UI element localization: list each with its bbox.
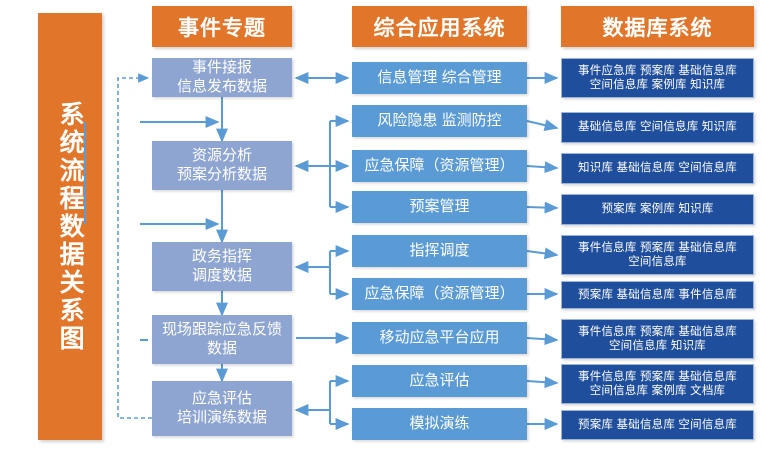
application-node-9[interactable]: 模拟演练 [352,408,527,440]
event-node-1-line2: 信息发布数据 [176,77,267,95]
application-node-9-label: 模拟演练 [409,414,470,432]
database-node-4[interactable]: 预案库 案例库 知识库 [561,194,754,225]
database-node-3[interactable]: 知识库 基础信息库 空间信息库 [561,153,754,184]
database-node-7-line1: 事件信息库 预案库 基础信息库 [578,325,737,338]
application-node-2[interactable]: 风险隐患 监测防控 [352,105,527,137]
event-node-5-line1: 应急评估 [191,389,252,407]
application-node-8[interactable]: 应急评估 [352,365,527,397]
database-node-5-line1: 事件信息库 预案库 基础信息库 [578,241,737,254]
database-node-3-line1: 知识库 基础信息库 空间信息库 [578,162,737,175]
event-node-4[interactable]: 现场跟踪应急反馈 数据 [152,315,292,364]
database-node-6-line1: 预案库 基础信息库 事件信息库 [578,288,737,301]
database-node-8-line1: 事件信息库 预案库 基础信息库 [578,370,737,383]
database-node-5-line2: 空间信息库 [628,256,687,268]
database-node-1-line2: 空间信息库 案例库 知识库 [589,79,726,91]
event-node-5[interactable]: 应急评估 培训演练数据 [152,381,292,436]
database-node-7-line2: 空间信息库 知识库 [608,340,706,352]
diagram-vertical-title: 系统流程数据关系图 [38,13,102,440]
database-node-8-line2: 空间信息库 案例库 文档库 [589,385,726,397]
application-node-8-label: 应急评估 [409,371,470,389]
vertical-title-text: 系统流程数据关系图 [56,100,85,353]
event-node-4-line2: 数据 [206,339,237,357]
application-node-6-label: 应急保障（资源管理） [364,284,515,302]
event-node-4-line1: 现场跟踪应急反馈 [161,320,282,338]
header-event-topic-label: 事件专题 [178,16,266,40]
database-node-6[interactable]: 预案库 基础信息库 事件信息库 [561,281,754,309]
wire-a8-d8 [526,376,559,389]
header-application-system: 综合应用系统 [352,6,527,47]
header-event-topic: 事件专题 [152,6,292,47]
event-node-5-line2: 培训演练数据 [176,408,267,426]
database-node-5[interactable]: 事件信息库 预案库 基础信息库 空间信息库 [561,235,754,275]
application-node-5-label: 指挥调度 [409,241,470,259]
application-node-2-label: 风险隐患 监测防控 [377,111,502,129]
database-node-8[interactable]: 事件信息库 预案库 基础信息库 空间信息库 案例库 文档库 [561,364,754,404]
header-database-system-label: 数据库系统 [602,16,713,40]
event-node-2-line1: 资源分析 [191,146,252,164]
wire-a5-d5 [526,247,559,260]
feedback-loop-dashed [117,73,152,419]
header-database-system: 数据库系统 [561,6,754,47]
application-node-4[interactable]: 预案管理 [352,191,527,223]
event-node-1-line1: 事件接报 [191,58,252,76]
database-node-2[interactable]: 基础信息库 空间信息库 知识库 [561,112,754,143]
wire-a7-d7 [526,333,559,346]
application-node-3[interactable]: 应急保障（资源管理） [352,150,527,182]
database-node-7[interactable]: 事件信息库 预案库 基础信息库 空间信息库 知识库 [561,319,754,359]
application-node-1[interactable]: 信息管理 综合管理 [352,62,527,94]
event-node-1[interactable]: 事件接报 信息发布数据 [152,58,292,97]
database-node-9[interactable]: 预案库 基础信息库 空间信息库 [561,410,754,440]
event-node-3-line1: 政务指挥 [191,247,252,265]
database-node-4-line1: 预案库 案例库 知识库 [601,203,714,216]
wire-a3-d3 [526,161,559,174]
event-node-2[interactable]: 资源分析 预案分析数据 [152,141,292,190]
application-node-6[interactable]: 应急保障（资源管理） [352,278,527,310]
database-node-1-line1: 事件应急库 预案库 基础信息库 [578,64,737,77]
wire-a2-d2 [526,119,559,132]
header-application-system-label: 综合应用系统 [373,16,506,40]
application-node-7-label: 移动应急平台应用 [379,328,500,346]
wire-a4-d4 [526,201,559,214]
application-node-3-label: 应急保障（资源管理） [364,156,515,174]
event-node-3[interactable]: 政务指挥 调度数据 [152,242,292,291]
event-node-3-line2: 调度数据 [191,266,252,284]
application-node-1-label: 信息管理 综合管理 [377,68,502,86]
application-node-4-label: 预案管理 [409,197,470,215]
application-node-7[interactable]: 移动应急平台应用 [352,322,527,354]
database-node-2-line1: 基础信息库 空间信息库 知识库 [578,121,737,134]
database-node-1[interactable]: 事件应急库 预案库 基础信息库 空间信息库 案例库 知识库 [561,58,754,98]
application-node-5[interactable]: 指挥调度 [352,235,527,267]
event-node-2-line2: 预案分析数据 [176,165,267,183]
database-node-9-line1: 预案库 基础信息库 空间信息库 [578,418,737,431]
